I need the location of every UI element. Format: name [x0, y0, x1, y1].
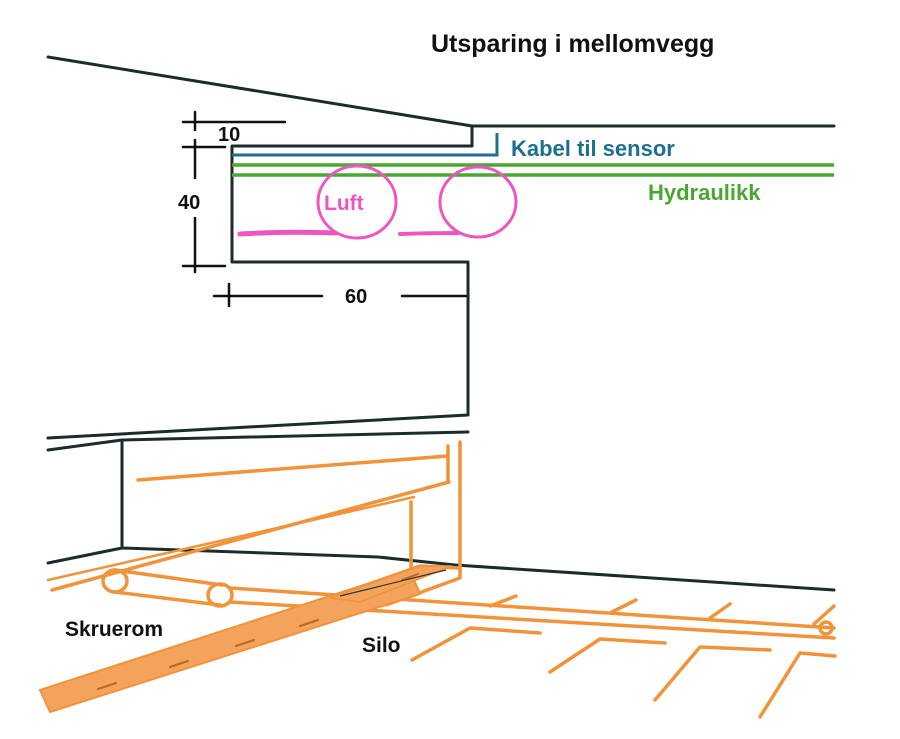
diagram-title: Utsparing i mellomvegg: [431, 30, 714, 58]
dimension-label-60: 60: [345, 286, 367, 308]
hydraulics-label: Hydraulikk: [648, 180, 761, 205]
sensor-cable-line: [232, 133, 499, 157]
dimension-label-40: 40: [178, 192, 200, 214]
air-hose-left: [316, 164, 398, 240]
air-hoses: [237, 164, 518, 240]
cable-label: Kabel til sensor: [511, 136, 675, 161]
dimension-60: [212, 282, 468, 308]
dimension-label-10: 10: [218, 124, 240, 146]
hydraulic-lines: [232, 163, 834, 177]
dimension-10: [181, 110, 287, 132]
wall-outline: [46, 55, 836, 440]
silo-label: Silo: [362, 634, 401, 657]
air-label: Luft: [324, 192, 364, 215]
screw-channel: [38, 565, 453, 714]
floor-grating: [410, 594, 837, 719]
dimension-40: [181, 138, 227, 274]
screw-room-label: Skruerom: [65, 618, 163, 641]
air-hose-right: [438, 165, 518, 239]
lower-wall: [46, 430, 836, 592]
